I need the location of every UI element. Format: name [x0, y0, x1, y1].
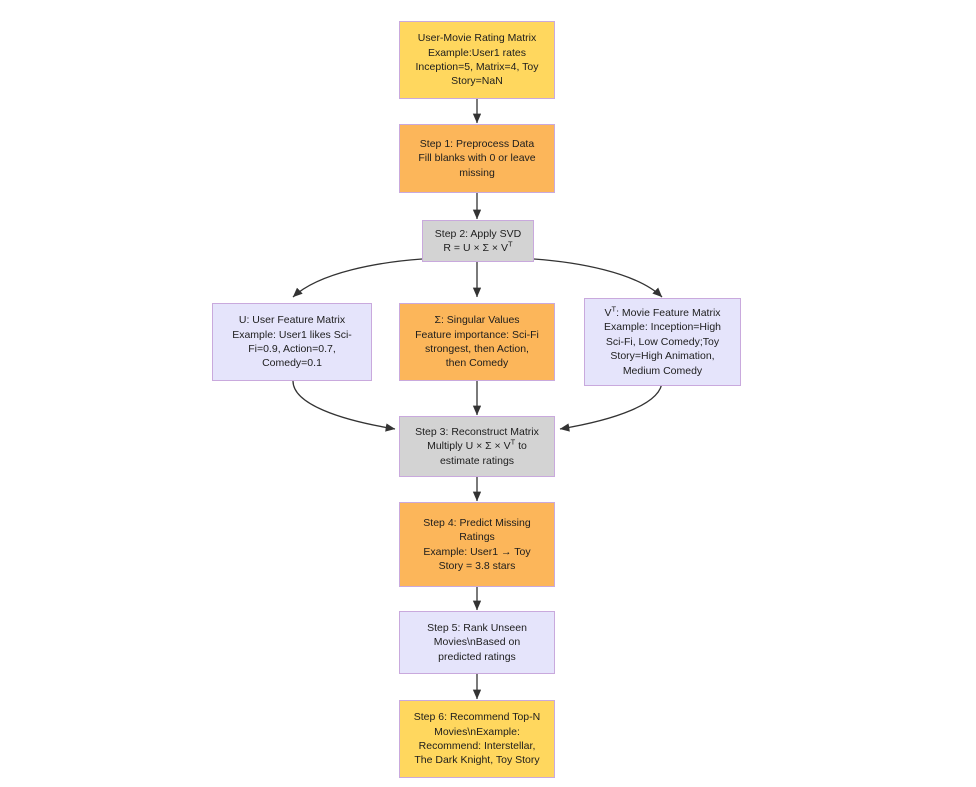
transpose-superscript: T: [507, 239, 513, 249]
node-step-3-reconstruct-matrix[interactable]: Step 3: Reconstruct Matrix Multiply U × …: [399, 416, 555, 477]
node-vt-movie-feature-matrix[interactable]: VT: Movie Feature Matrix Example: Incept…: [584, 298, 741, 386]
node-step-5-line-3: predicted ratings: [438, 650, 516, 663]
transpose-superscript: T: [510, 437, 516, 447]
node-step-4-line-4: Story = 3.8 stars: [438, 559, 516, 572]
node-u-matrix-line-2: Example: User1 likes Sci-: [232, 328, 352, 341]
node-step-4-line-2: Ratings: [459, 531, 495, 544]
node-vt-matrix-line-4: Story=High Animation,: [610, 350, 715, 363]
node-sigma-line-1: Σ: Singular Values: [434, 314, 520, 327]
node-step-5-rank-unseen-movies[interactable]: Step 5: Rank Unseen Movies\nBased on pre…: [399, 611, 555, 674]
node-step-3-line-3: estimate ratings: [439, 454, 515, 467]
node-step-3-line-2: Multiply U × Σ × VT to: [406, 439, 548, 453]
node-step-3-formula: Multiply U × Σ × V: [427, 440, 511, 453]
node-step-3-formula-tail: to: [515, 440, 527, 453]
node-rating-matrix-line-2: Example:User1 rates: [427, 46, 527, 59]
node-rating-matrix-line-1: User-Movie Rating Matrix: [417, 32, 537, 45]
node-vt-matrix-line-5: Medium Comedy: [622, 364, 703, 377]
transpose-superscript: T: [611, 304, 617, 314]
node-step-4-predict-missing-ratings[interactable]: Step 4: Predict Missing Ratings Example:…: [399, 502, 555, 587]
node-step-1-line-3: missing: [459, 166, 495, 179]
node-step-5-line-1: Step 5: Rank Unseen: [427, 621, 527, 634]
edge-vt-matrix-to-step3: [559, 380, 663, 432]
node-sigma-singular-values[interactable]: Σ: Singular Values Feature importance: S…: [399, 303, 555, 381]
node-step-2-line-1: Step 2: Apply SVD: [434, 227, 522, 240]
edge-step2-to-u-matrix: [292, 258, 423, 298]
node-step-4-line-3: Example: User1 → Toy: [423, 545, 531, 558]
node-vt-matrix-line-3: Sci-Fi, Low Comedy;Toy: [605, 335, 720, 348]
node-step-2-formula: R = U × Σ × V: [443, 242, 508, 254]
node-step-1-line-1: Step 1: Preprocess Data: [419, 137, 535, 150]
node-u-matrix-line-3: Fi=0.9, Action=0.7,: [248, 343, 336, 355]
node-sigma-line-4: then Comedy: [445, 357, 509, 370]
node-step-6-line-2: Movies\nExample:: [434, 725, 520, 738]
edge-u-matrix-to-step3: [292, 380, 396, 432]
node-step-4-line-1: Step 4: Predict Missing: [423, 516, 531, 529]
node-rating-matrix-line-3: Inception=5, Matrix=4, Toy: [415, 61, 539, 73]
node-step-1-line-2: Fill blanks with 0 or leave: [418, 152, 536, 165]
node-u-user-feature-matrix[interactable]: U: User Feature Matrix Example: User1 li…: [212, 303, 372, 381]
node-step-6-line-3: Recommend: Interstellar,: [418, 740, 536, 752]
node-vt-matrix-line-2: Example: Inception=High: [603, 321, 722, 334]
node-rating-matrix-line-4: Story=NaN: [451, 75, 503, 88]
node-sigma-line-3: strongest, then Action,: [425, 343, 529, 355]
node-step-6-line-4: The Dark Knight, Toy Story: [414, 754, 540, 767]
node-step-2-line-2: R = U × Σ × VT: [429, 239, 527, 255]
node-step-6-line-1: Step 6: Recommend Top-N: [413, 711, 541, 724]
node-step-5-line-2: Movies\nBased on: [433, 636, 521, 649]
node-step-1-preprocess-data[interactable]: Step 1: Preprocess Data Fill blanks with…: [399, 124, 555, 193]
node-sigma-line-2: Feature importance: Sci-Fi: [415, 328, 539, 341]
node-vt-matrix-symbol: V: [604, 306, 612, 319]
node-u-matrix-line-1: U: User Feature Matrix: [238, 314, 346, 327]
node-step-2-apply-svd[interactable]: Step 2: Apply SVD R = U × Σ × VT: [422, 220, 534, 262]
node-rating-matrix[interactable]: User-Movie Rating Matrix Example:User1 r…: [399, 21, 555, 99]
node-u-matrix-line-4: Comedy=0.1: [262, 357, 322, 370]
node-step-6-recommend-top-n[interactable]: Step 6: Recommend Top-N Movies\nExample:…: [399, 700, 555, 778]
node-step-3-line-1: Step 3: Reconstruct Matrix: [415, 425, 539, 438]
node-vt-matrix-line-1: VT: Movie Feature Matrix: [591, 304, 734, 320]
edge-step2-to-vt-matrix: [533, 258, 663, 298]
node-vt-matrix-title: : Movie Feature Matrix: [616, 306, 721, 319]
